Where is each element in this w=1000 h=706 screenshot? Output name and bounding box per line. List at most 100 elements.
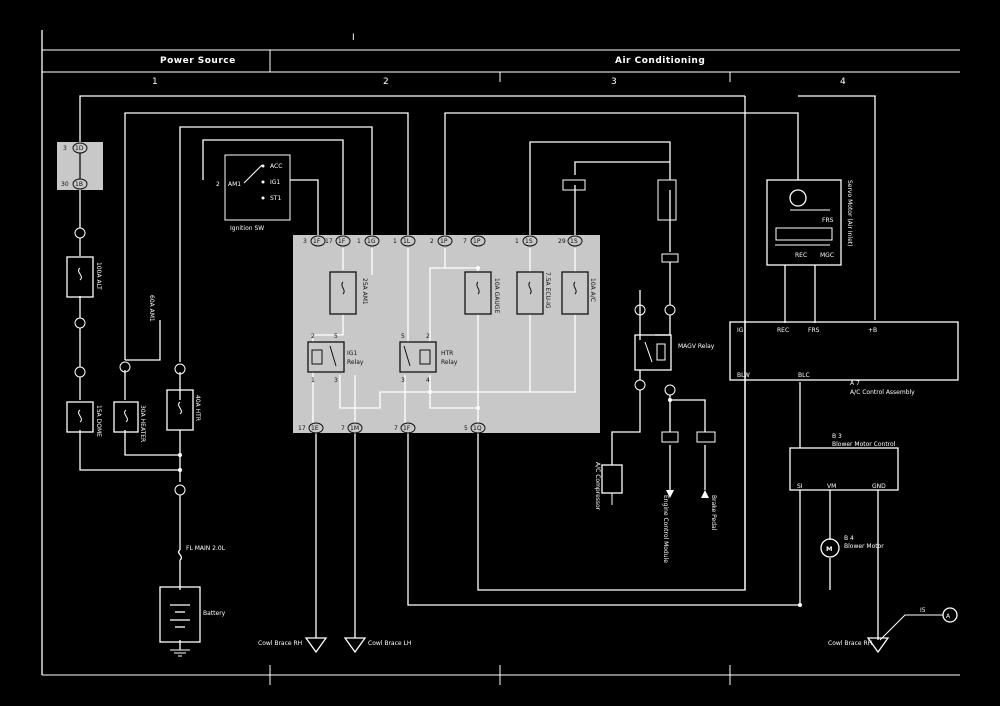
svg-text:1Q: 1Q [473, 425, 482, 432]
svg-text:29: 29 [558, 238, 566, 245]
ig-position-acc: ACC [270, 163, 282, 170]
svg-text:30: 30 [61, 181, 69, 188]
svg-text:7: 7 [463, 238, 467, 245]
ig-position-ig1: IG1 [270, 179, 280, 186]
ac-control-assembly: IG REC FRS +B BLW BLC A 7 A/C Control As… [729, 321, 959, 396]
svg-text:1G: 1G [367, 238, 376, 245]
fuse-am1: 25A AM1 [329, 271, 368, 315]
ig-position-st1: ST1 [270, 195, 281, 202]
svg-text:REC: REC [777, 327, 789, 334]
svg-text:Engine Control Module: Engine Control Module [662, 495, 669, 563]
svg-text:FRS: FRS [808, 327, 820, 334]
svg-text:7: 7 [341, 425, 345, 432]
section-title-power-source: Power Source [160, 56, 236, 66]
svg-text:FRS: FRS [822, 217, 834, 224]
svg-text:3: 3 [63, 145, 67, 152]
svg-text:1P: 1P [473, 238, 481, 245]
svg-text:FL MAIN 2.0L: FL MAIN 2.0L [186, 545, 226, 552]
svg-text:Cowl Brace RH: Cowl Brace RH [828, 640, 872, 647]
svg-text:17: 17 [298, 425, 306, 432]
svg-text:1P: 1P [440, 238, 448, 245]
svg-text:5: 5 [464, 425, 468, 432]
svg-text:IG1: IG1 [347, 350, 357, 357]
connector-1p-b: 1P 7 [463, 235, 486, 247]
brake-pedal-input: Brake Pedal [701, 490, 717, 531]
connector-1q: 1Q 5 [464, 422, 486, 434]
ground-cowl-brace-lh: Cowl Brace LH [343, 637, 411, 654]
svg-text:10A A/C: 10A A/C [589, 278, 596, 302]
svg-text:Cowl Brace RH: Cowl Brace RH [258, 640, 302, 647]
svg-text:1: 1 [357, 238, 361, 245]
svg-text:IG: IG [737, 327, 744, 334]
fuse-60a-am1-label: 60A AM1 [148, 295, 155, 322]
svg-text:3: 3 [401, 377, 405, 384]
fuse-gauge: 10A GAUGE [464, 271, 500, 315]
column-number-4: 4 [840, 77, 846, 87]
svg-text:B 4: B 4 [844, 535, 854, 542]
column-number-3: 3 [611, 77, 617, 87]
svg-text:VM: VM [827, 483, 836, 490]
ignition-switch-label: Ignition SW [230, 225, 264, 232]
svg-text:1D: 1D [75, 145, 84, 152]
continuation-link-a: A I5 [879, 607, 958, 641]
svg-text:40A HTR: 40A HTR [194, 395, 201, 421]
power-source-connectors: 1D 3 1B 30 [57, 142, 103, 190]
column-number-2: 2 [383, 77, 389, 87]
svg-text:Blower Motor: Blower Motor [844, 543, 884, 550]
svg-text:1B: 1B [75, 181, 83, 188]
relay-connector-markers [562, 179, 716, 443]
svg-text:Brake Pedal: Brake Pedal [710, 495, 717, 531]
fuse-40a-htr: 40A HTR [166, 389, 201, 431]
svg-text:A/C Compressor: A/C Compressor [594, 462, 601, 511]
fusible-link-main: FL MAIN 2.0L [177, 545, 226, 561]
svg-text:1E: 1E [311, 425, 319, 432]
svg-text:REC: REC [795, 252, 807, 259]
junction-fuses: 25A AM1 10A GAUGE 7.5A ECU-IG 10A A/C [329, 271, 596, 315]
connector-1l: 1L1 [393, 235, 416, 247]
svg-text:GND: GND [872, 483, 886, 490]
blower-motor: M B 4 Blower Motor [820, 535, 884, 558]
servo-motor-air-inlet: FRS REC MGC Servo Motor (Air Inlet) [766, 179, 853, 266]
svg-text:Relay: Relay [347, 359, 364, 366]
svg-text:3: 3 [303, 238, 307, 245]
svg-text:15A DOME: 15A DOME [95, 405, 102, 437]
page-marker: I [352, 33, 355, 43]
svg-text:2: 2 [426, 333, 430, 340]
svg-text:M: M [826, 545, 832, 553]
relay-htr: HTR Relay 5 2 3 4 [399, 333, 458, 384]
connector-1s-a: 1S1 [515, 235, 538, 247]
svg-text:B 3: B 3 [832, 433, 842, 440]
ignition-switch: ACC IG1 ST1 AM1 2 Ignition SW [216, 154, 291, 232]
svg-text:1S: 1S [570, 238, 578, 245]
splice-points [178, 266, 802, 607]
fuse-100a-alt: 100A ALT [66, 256, 102, 298]
ac-compressor: A/C Compressor [594, 462, 623, 511]
fuse-ecu-ig: 7.5A ECU-IG [516, 271, 551, 315]
svg-text:4: 4 [426, 377, 430, 384]
svg-text:Servo Motor (Air Inlet): Servo Motor (Air Inlet) [846, 180, 853, 246]
svg-text:5: 5 [334, 333, 338, 340]
connector-1f-a: 1F3 [303, 235, 326, 247]
svg-text:MAGV Relay: MAGV Relay [678, 343, 715, 350]
connector-1s-b: 1S 29 [558, 235, 583, 247]
wires [79, 95, 879, 650]
magv-relay: MAGV Relay [634, 334, 715, 371]
svg-text:5: 5 [401, 333, 405, 340]
svg-text:17: 17 [325, 238, 333, 245]
power-source-connector-markers [74, 227, 186, 496]
fuse-30a-heater: 30A HEATER [113, 401, 146, 442]
ground-cowl-brace-rh-1: Cowl Brace RH [258, 637, 328, 654]
fuse-15a-dome: 15A DOME [66, 401, 102, 437]
svg-text:3: 3 [334, 377, 338, 384]
svg-text:25A AM1: 25A AM1 [361, 278, 368, 305]
svg-text:HTR: HTR [441, 350, 453, 357]
svg-text:1M: 1M [350, 425, 359, 432]
svg-text:Blower Motor Control: Blower Motor Control [832, 441, 896, 448]
diagram-frame [41, 30, 960, 685]
junction-block [293, 235, 600, 433]
blower-motor-control: B 3 Blower Motor Control SI VM GND [789, 433, 899, 491]
